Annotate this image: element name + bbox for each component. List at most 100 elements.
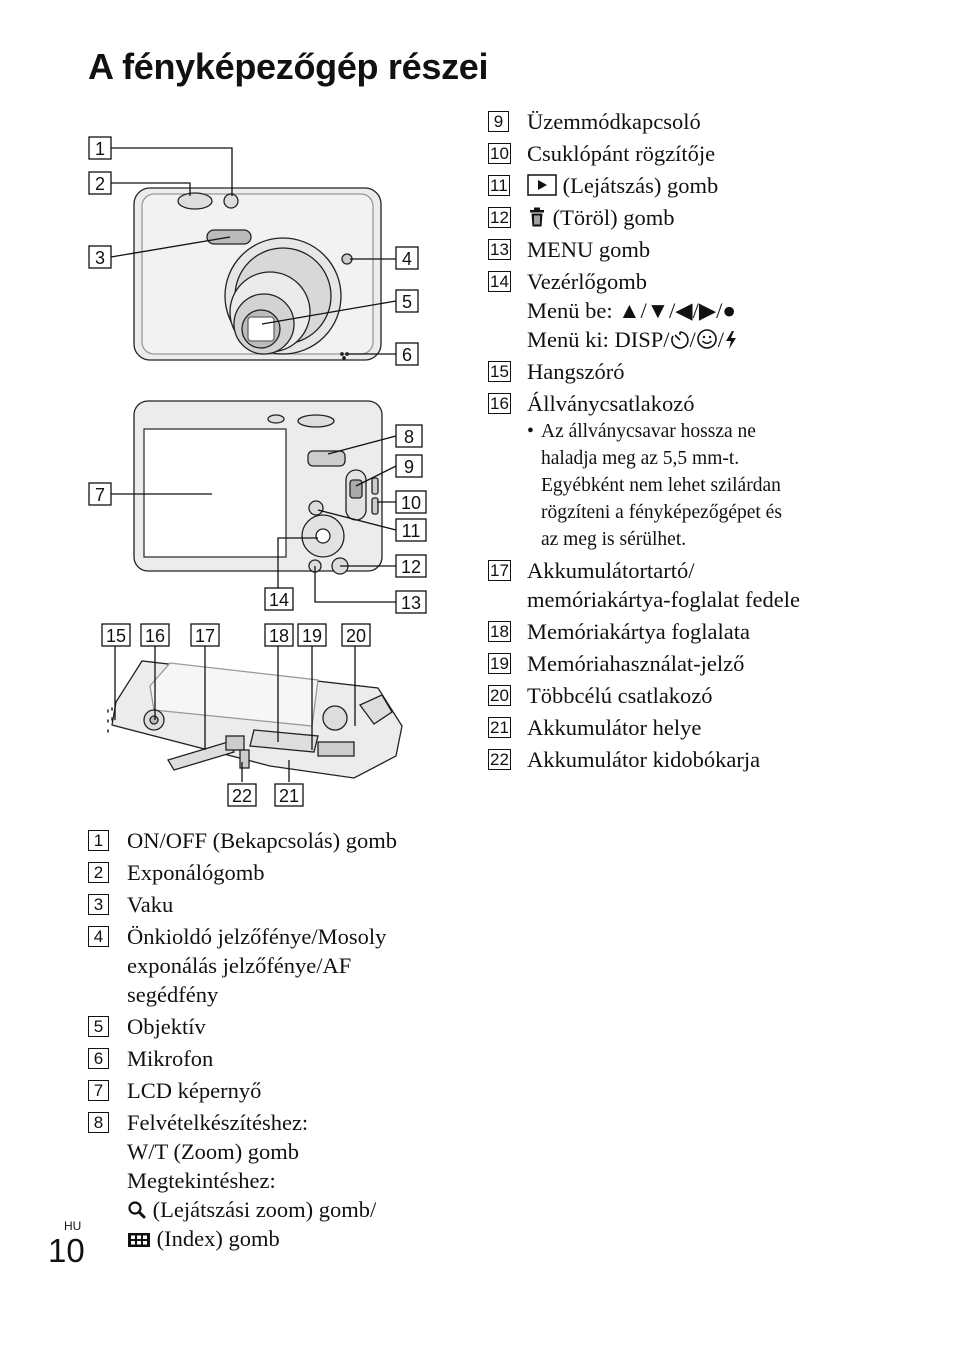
smile-icon <box>696 329 717 349</box>
part-number: 20 <box>488 685 511 706</box>
playback-zoom-label: (Lejátszási zoom) gomb/ <box>152 1197 377 1222</box>
camera-diagram: 1 2 3 4 5 6 7 8 9 10 11 12 13 14 15 16 1… <box>78 130 478 820</box>
part-label: Objektív <box>127 1014 206 1039</box>
callout-22: 22 <box>232 786 252 806</box>
menu-off-text: Menü ki: DISP/ <box>527 327 670 352</box>
part-label: Megtekintéshez: <box>127 1168 276 1193</box>
callout-1: 1 <box>95 139 105 159</box>
part-label: LCD képernyő <box>127 1078 262 1103</box>
part-label: Hangszóró <box>527 359 625 384</box>
part-number: 19 <box>488 653 511 674</box>
part-label: Exponálógomb <box>127 860 265 885</box>
camera-front-view <box>133 187 382 361</box>
part-number: 17 <box>488 560 511 581</box>
menu-on-text: Menü be: ▲/▼/◀/▶/● <box>527 298 736 323</box>
flash-icon <box>726 331 737 349</box>
part-number: 12 <box>488 207 511 228</box>
part-label: Memóriakártya foglalata <box>527 619 751 644</box>
part-label: Akkumulátor helye <box>527 715 702 740</box>
part-14: 14 Vezérlőgomb Menü be: ▲/▼/◀/▶/● Menü k… <box>488 267 928 354</box>
callout-10: 10 <box>401 493 421 513</box>
callout-8: 8 <box>404 427 414 447</box>
part-number: 2 <box>88 862 109 883</box>
callout-20: 20 <box>346 626 366 646</box>
camera-diagram-svg: 1 2 3 4 5 6 7 8 9 10 11 12 13 14 15 16 1… <box>88 136 427 807</box>
part-5: 5 Objektív <box>88 1012 478 1041</box>
part-17: 17 Akkumulátortartó/ memóriakártya-fogla… <box>488 556 928 614</box>
part-label: Vaku <box>127 892 174 917</box>
part-1: 1 ON/OFF (Bekapcsolás) gomb <box>88 826 478 855</box>
callout-5: 5 <box>402 292 412 312</box>
callout-7: 7 <box>95 485 105 505</box>
page-number: 10 <box>48 1232 85 1269</box>
part-11: 11 (Lejátszás) gomb <box>488 171 928 200</box>
part-label: (Töröl) gomb <box>552 205 675 230</box>
part-label: Akkumulátor kidobókarja <box>527 747 761 772</box>
part-number: 10 <box>488 143 511 164</box>
part-22: 22 Akkumulátor kidobókarja <box>488 745 928 774</box>
part-number: 4 <box>88 926 109 947</box>
part-number: 3 <box>88 894 109 915</box>
index-grid-icon <box>128 1233 150 1247</box>
part-label: Mikrofon <box>127 1046 214 1071</box>
part-3: 3 Vaku <box>88 890 478 919</box>
parts-list-right: 9 Üzemmódkapcsoló 10 Csuklópánt rögzítőj… <box>488 107 928 774</box>
callout-6: 6 <box>402 345 412 365</box>
callout-11: 11 <box>402 521 421 541</box>
part-7: 7 LCD képernyő <box>88 1076 478 1105</box>
part-label: Állványcsatlakozó <box>527 391 695 416</box>
part-8: 8 Felvételkészítéshez: W/T (Zoom) gomb M… <box>88 1108 478 1253</box>
part-9: 9 Üzemmódkapcsoló <box>488 107 928 136</box>
callout-2: 2 <box>95 174 105 194</box>
part-number: 11 <box>488 175 510 196</box>
callout-13: 13 <box>401 593 421 613</box>
part-6: 6 Mikrofon <box>88 1044 478 1073</box>
page-title: A fényképezőgép részei <box>88 46 489 87</box>
part-number: 22 <box>488 749 511 770</box>
callout-3: 3 <box>95 248 105 268</box>
callout-9: 9 <box>404 457 414 477</box>
callout-boxes <box>88 136 427 807</box>
part-number: 16 <box>488 393 511 414</box>
part-20: 20 Többcélú csatlakozó <box>488 681 928 710</box>
callout-19: 19 <box>302 626 322 646</box>
index-label: (Index) gomb <box>156 1226 280 1251</box>
part-18: 18 Memóriakártya foglalata <box>488 617 928 646</box>
camera-bottom-view <box>107 660 403 779</box>
tripod-note: • Az állványcsavar hossza ne haladja meg… <box>527 418 928 553</box>
language-code: HU <box>64 1219 82 1233</box>
part-label: W/T (Zoom) gomb <box>127 1139 300 1164</box>
part-label: Üzemmódkapcsoló <box>527 109 701 134</box>
part-label: Többcélú csatlakozó <box>527 683 713 708</box>
self-timer-icon <box>670 331 689 349</box>
camera-back-view <box>133 400 383 575</box>
part-15: 15 Hangszóró <box>488 357 928 386</box>
trash-icon <box>530 207 544 227</box>
part-21: 21 Akkumulátor helye <box>488 713 928 742</box>
part-10: 10 Csuklópánt rögzítője <box>488 139 928 168</box>
leader-lines <box>110 147 397 782</box>
part-label: Felvételkészítéshez: <box>127 1110 309 1135</box>
magnifier-icon <box>128 1201 146 1219</box>
part-label: MENU gomb <box>527 237 651 262</box>
callout-14: 14 <box>269 590 289 610</box>
part-16: 16 Állványcsatlakozó • Az állványcsavar … <box>488 389 928 553</box>
part-label: Önkioldó jelzőfénye/Mosoly <box>127 924 387 949</box>
part-number: 21 <box>488 717 511 738</box>
part-label: segédfény <box>127 982 219 1007</box>
parts-list-left: 1 ON/OFF (Bekapcsolás) gomb 2 Exponálógo… <box>88 826 478 1253</box>
part-label: (Lejátszás) gomb <box>562 173 719 198</box>
callout-labels: 1 2 3 4 5 6 7 8 9 10 11 12 13 14 15 16 1… <box>95 139 421 806</box>
callout-16: 16 <box>145 626 165 646</box>
part-2: 2 Exponálógomb <box>88 858 478 887</box>
playback-icon <box>527 174 557 196</box>
callout-4: 4 <box>402 249 412 269</box>
part-4: 4 Önkioldó jelzőfénye/Mosoly exponálás j… <box>88 922 478 1009</box>
part-12: 12 (Töröl) gomb <box>488 203 928 232</box>
part-label: ON/OFF (Bekapcsolás) gomb <box>127 828 397 853</box>
callout-12: 12 <box>401 557 421 577</box>
part-number: 9 <box>488 111 509 132</box>
part-label: memóriakártya-foglalat fedele <box>527 587 800 612</box>
part-13: 13 MENU gomb <box>488 235 928 264</box>
part-number: 5 <box>88 1016 109 1037</box>
